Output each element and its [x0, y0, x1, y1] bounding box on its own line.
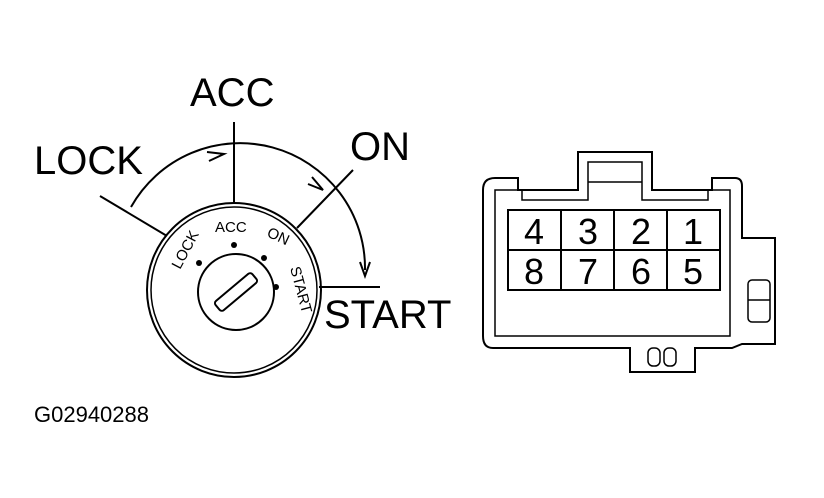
face-start-label: START: [286, 265, 315, 316]
face-on-label: ON: [264, 224, 292, 249]
key-cylinder: [197, 253, 275, 331]
bottom-key-right: [663, 347, 677, 367]
pin-3: 3: [578, 211, 598, 252]
start-label: START: [324, 293, 451, 337]
on-position-dot: [261, 255, 267, 261]
acc-position-dot: [231, 242, 237, 248]
on-arrow-icon: [307, 176, 324, 191]
lock-leader-line: [99, 195, 168, 237]
connector-housing: [482, 151, 776, 373]
ignition-switch: LOCK ACC ON START LOCK ACC ON START: [34, 71, 451, 378]
switch-inner-ring: [150, 206, 318, 374]
pin-1: 1: [683, 211, 703, 252]
on-leader-line: [296, 169, 354, 229]
figure-code: G02940288: [34, 402, 149, 427]
start-arrow-icon: [359, 261, 371, 279]
pin-6: 6: [631, 251, 651, 292]
acc-label: ACC: [190, 71, 274, 115]
face-acc-label: ACC: [215, 219, 247, 236]
pin-7: 7: [578, 251, 598, 292]
connector: 4 3 2 1 8 7 6 5: [482, 151, 776, 373]
key-slot: [213, 272, 259, 312]
acc-arrow-icon: [206, 151, 228, 162]
connector-inner-wall: [494, 161, 731, 337]
pin-2: 2: [631, 211, 651, 252]
lock-label: LOCK: [34, 139, 143, 183]
lock-position-dot: [196, 260, 202, 266]
bottom-key-left: [647, 347, 661, 367]
pin-4: 4: [524, 211, 544, 252]
side-lock-tab: [747, 279, 771, 323]
rotation-arc: [130, 142, 367, 271]
on-label: ON: [350, 125, 410, 169]
pin-8: 8: [524, 251, 544, 292]
pin-grid: 4 3 2 1 8 7 6 5: [507, 209, 721, 292]
start-position-dot: [273, 284, 279, 290]
pin-5: 5: [683, 251, 703, 292]
